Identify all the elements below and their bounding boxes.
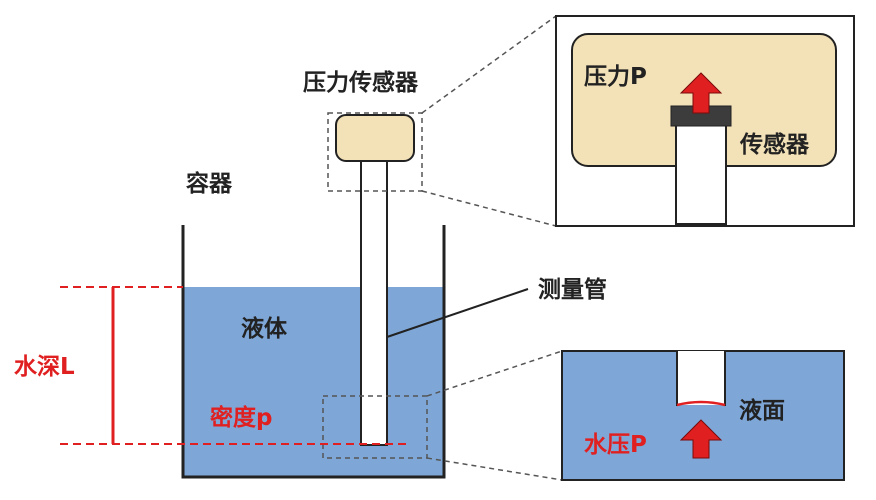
liquid-body bbox=[183, 287, 444, 477]
water-pressure-arrow-up-icon bbox=[679, 419, 723, 459]
sensor-zoom-marker bbox=[327, 112, 423, 192]
label-surface: 液面 bbox=[739, 397, 785, 424]
bottom-connector-lower bbox=[426, 457, 563, 481]
sensor-zoom-panel bbox=[555, 15, 855, 227]
container bbox=[181, 225, 446, 479]
pressure-arrow-up-icon bbox=[679, 72, 723, 114]
zoom-tube bbox=[675, 121, 727, 225]
top-connector-lower bbox=[421, 190, 557, 227]
label-depth: 水深L bbox=[14, 354, 75, 380]
label-tube: 测量管 bbox=[538, 276, 607, 303]
label-density: 密度p bbox=[210, 404, 272, 431]
label-water-pressure: 水压P bbox=[584, 432, 647, 458]
measuring-tube bbox=[360, 157, 388, 446]
label-zoom-sensor: 传感器 bbox=[739, 131, 810, 158]
liquid-surface-meniscus bbox=[676, 400, 726, 407]
liquid-zoom-panel bbox=[561, 350, 845, 481]
bottom-zoom-marker bbox=[322, 395, 428, 459]
label-liquid: 液体 bbox=[241, 315, 288, 342]
label-container: 容器 bbox=[186, 170, 233, 197]
zoom-tube-bottom bbox=[677, 351, 725, 405]
bottom-connector-upper bbox=[426, 350, 563, 397]
tube-leader-line bbox=[386, 288, 529, 338]
pressure-sensor bbox=[335, 114, 415, 162]
label-sensor: 压力传感器 bbox=[303, 69, 419, 96]
label-zoom-pressure: 压力P bbox=[584, 64, 647, 90]
top-connector-upper bbox=[421, 15, 557, 114]
